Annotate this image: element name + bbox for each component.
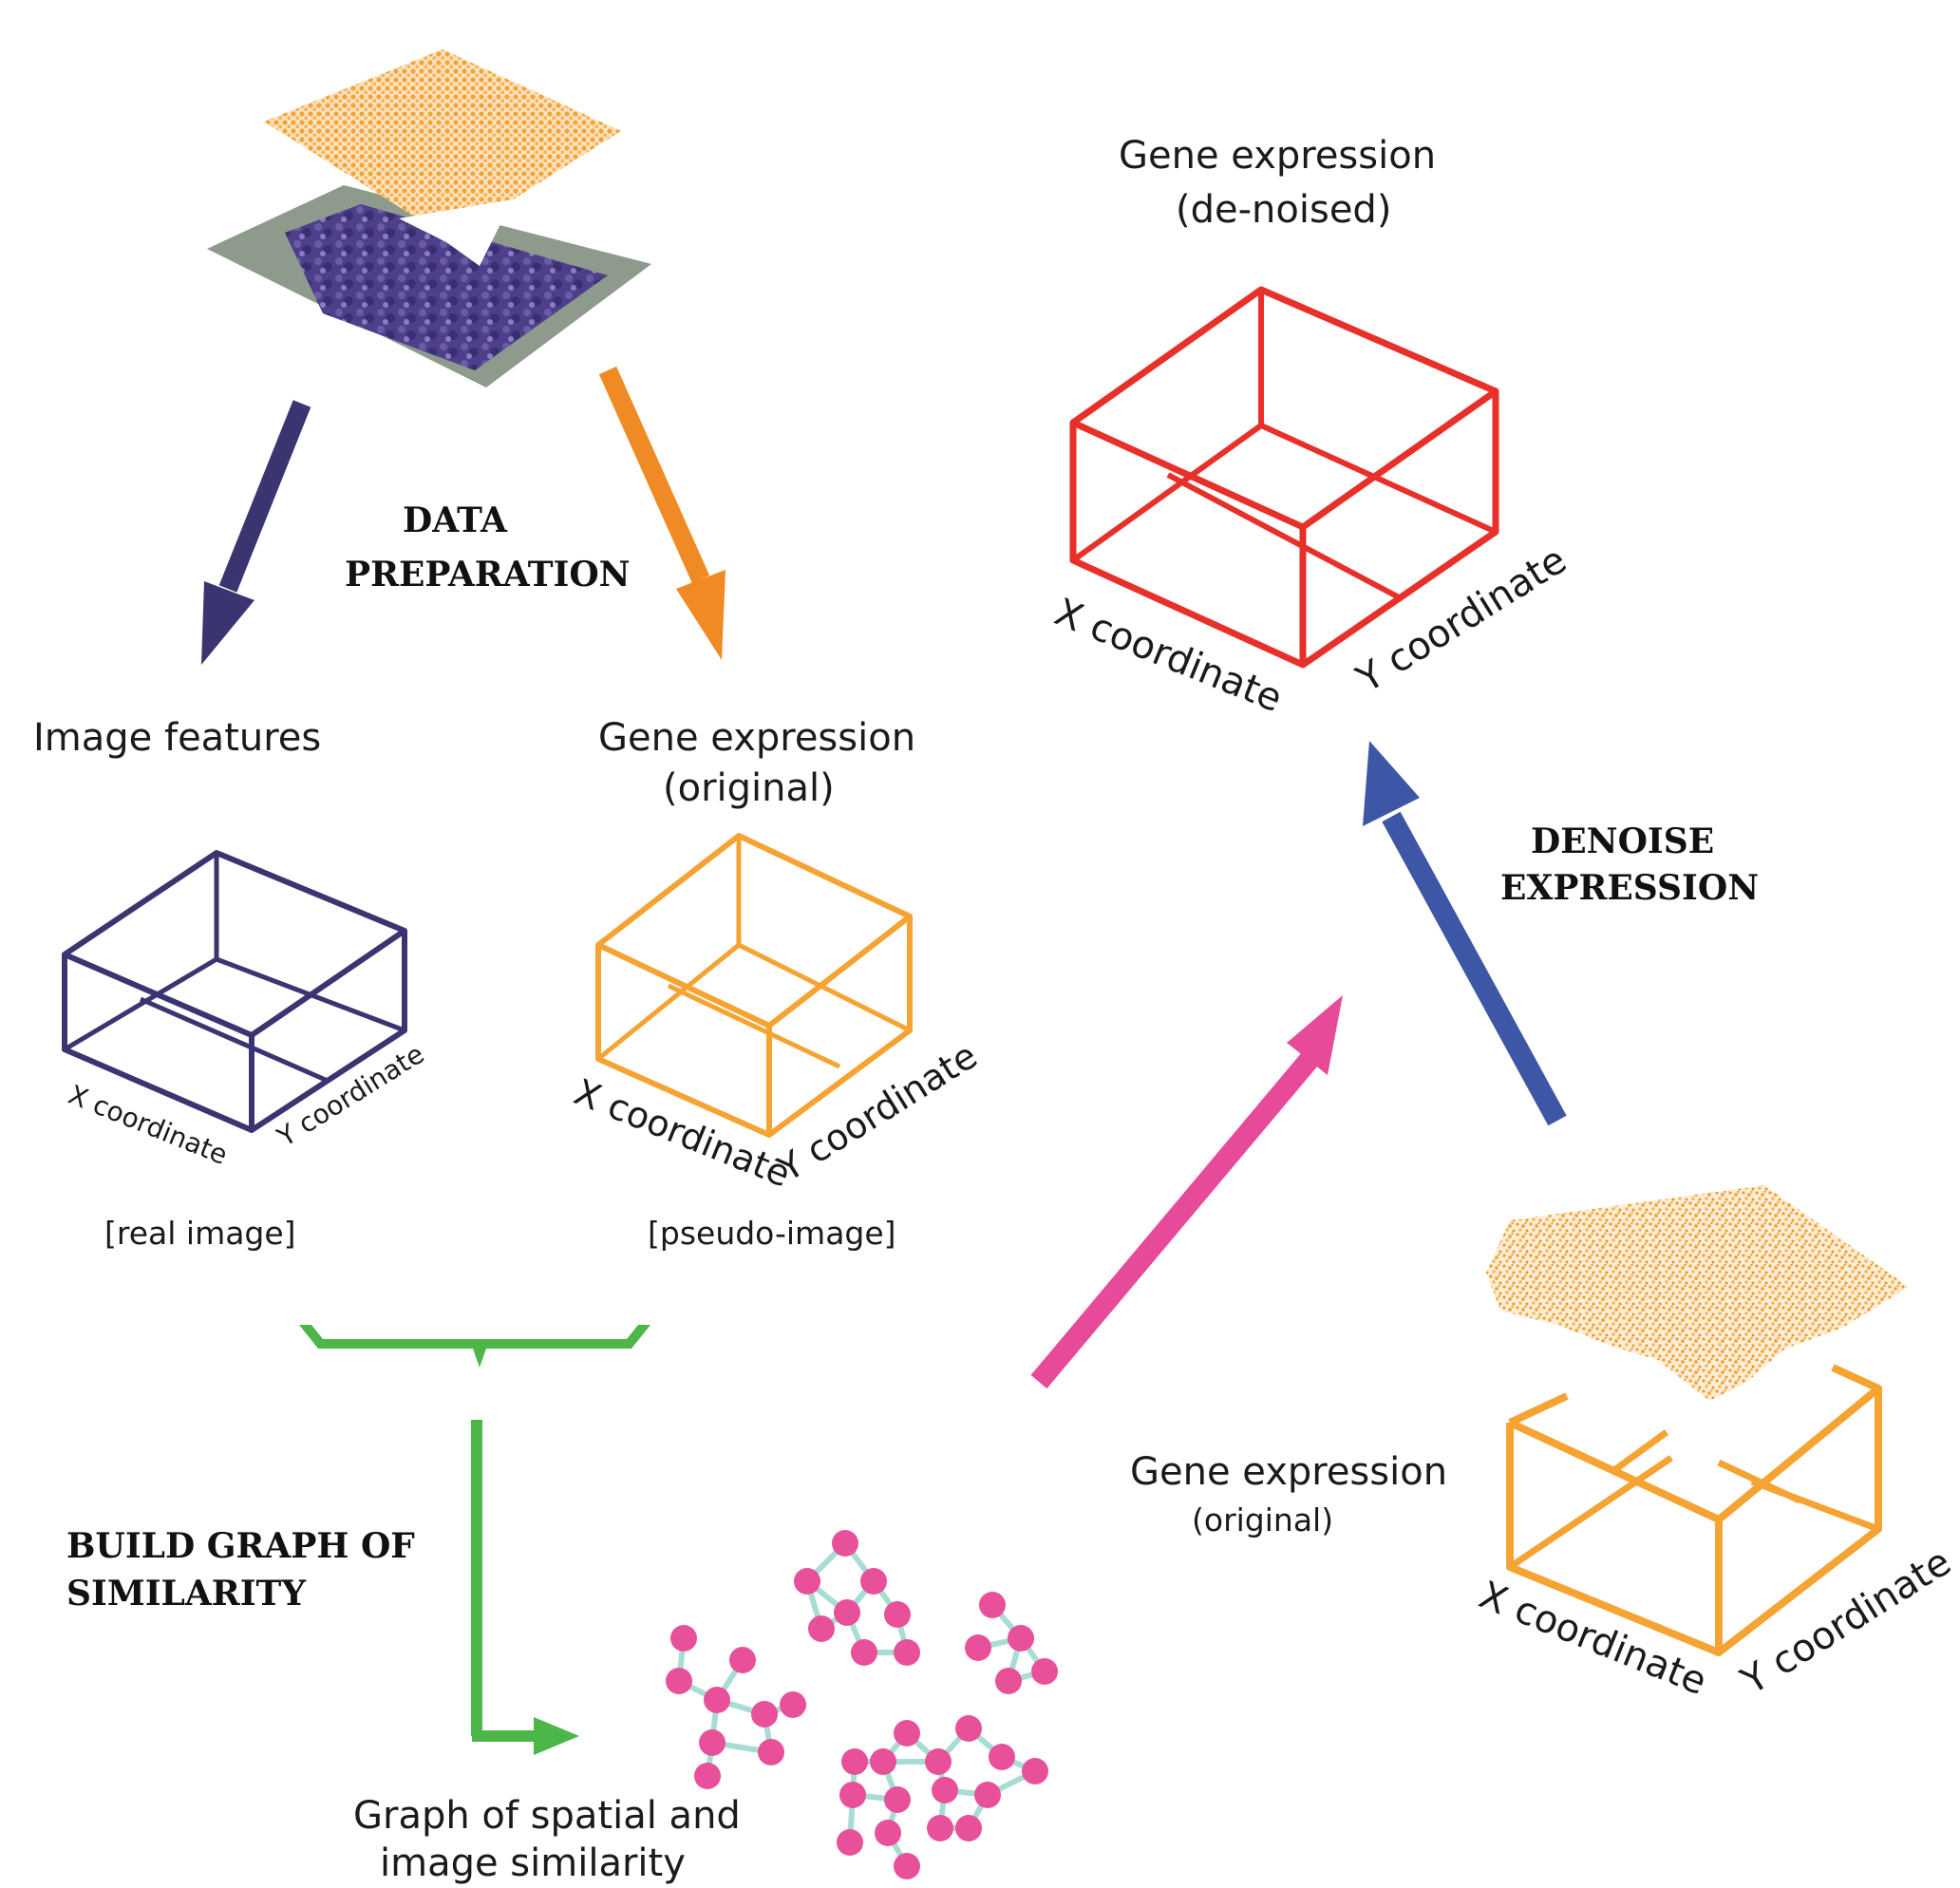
orange-arrow — [598, 366, 726, 660]
graph-node — [666, 1668, 692, 1694]
graph-node — [837, 1829, 863, 1856]
graph-node — [841, 1748, 868, 1775]
graph-node — [955, 1815, 982, 1841]
tissue-slide-icon — [207, 49, 651, 387]
graph-node — [995, 1668, 1022, 1694]
data-preparation-label-2: PREPARATION — [345, 555, 631, 595]
gene-expression-denoised-title: Gene expression — [1119, 134, 1436, 178]
graph-node — [839, 1782, 866, 1808]
graph-node — [758, 1739, 784, 1765]
graph-node — [989, 1744, 1015, 1770]
gene-expression-denoised-cube — [1069, 286, 1499, 669]
graph-node — [875, 1820, 901, 1846]
graph-node — [834, 1599, 860, 1626]
graph-node — [974, 1782, 1001, 1808]
x-coordinate-label: X coordinate — [1048, 591, 1288, 722]
real-image-label: [real image] — [104, 1215, 296, 1252]
graph-node — [965, 1634, 991, 1661]
y-coordinate-label: Y coordinate — [1348, 538, 1574, 702]
combine-bracket — [299, 1325, 650, 1755]
image-features-cube — [62, 850, 407, 1133]
graph-node — [1008, 1625, 1034, 1652]
graph-node — [694, 1763, 721, 1789]
graph-node — [894, 1720, 920, 1746]
graph-node — [870, 1748, 896, 1775]
y-coordinate-label: Y coordinate — [271, 1038, 429, 1153]
graph-cluster-icon — [666, 1530, 1058, 1879]
graph-node — [894, 1639, 920, 1666]
image-features-label: Image features — [33, 716, 321, 760]
gene-expression-original-subtitle: (original) — [663, 766, 835, 810]
graph-node — [704, 1687, 730, 1713]
blue-arrow — [1363, 741, 1567, 1126]
graph-node — [1031, 1658, 1058, 1685]
graph-node — [751, 1701, 778, 1728]
graph-node — [860, 1568, 887, 1595]
gene-expression-original-br-subtitle: (original) — [1192, 1501, 1333, 1539]
build-graph-label: BUILD GRAPH OF — [66, 1526, 415, 1566]
graph-node — [851, 1639, 877, 1666]
noisy-expression-cube-icon — [1486, 1185, 1909, 1656]
graph-node — [925, 1748, 952, 1775]
gene-expression-original-br-title: Gene expression — [1130, 1450, 1447, 1494]
graph-node — [794, 1568, 820, 1595]
pink-arrow — [1030, 995, 1343, 1389]
gene-expression-denoised-subtitle: (de-noised) — [1176, 188, 1391, 232]
graph-node — [1022, 1758, 1048, 1784]
x-coordinate-label: X coordinate — [64, 1079, 232, 1171]
graph-node — [884, 1601, 911, 1628]
gene-expression-original-title: Gene expression — [598, 716, 915, 760]
graph-node — [955, 1715, 982, 1742]
data-preparation-label: DATA — [403, 500, 508, 540]
graph-node — [979, 1592, 1006, 1618]
build-graph-label-2: SIMILARITY — [66, 1574, 307, 1614]
graph-node — [808, 1615, 835, 1642]
pseudo-image-label: [pseudo-image] — [648, 1215, 896, 1252]
gene-expression-original-cube — [595, 833, 913, 1138]
graph-caption: Graph of spatial and — [353, 1794, 741, 1838]
graph-node — [729, 1647, 756, 1673]
graph-node — [932, 1777, 958, 1803]
denoise-label-2: EXPRESSION — [1500, 868, 1759, 908]
graph-node — [699, 1729, 726, 1756]
graph-node — [832, 1530, 858, 1557]
graph-node — [927, 1815, 953, 1841]
navy-arrow — [201, 400, 311, 665]
graph-node — [884, 1786, 911, 1813]
graph-node — [670, 1625, 697, 1652]
graph-node — [780, 1691, 806, 1718]
denoise-label: DENOISE — [1531, 821, 1714, 861]
y-coordinate-label: Y coordinate — [1733, 1540, 1959, 1704]
graph-node — [894, 1853, 920, 1879]
graph-caption-2: image similarity — [380, 1841, 686, 1885]
